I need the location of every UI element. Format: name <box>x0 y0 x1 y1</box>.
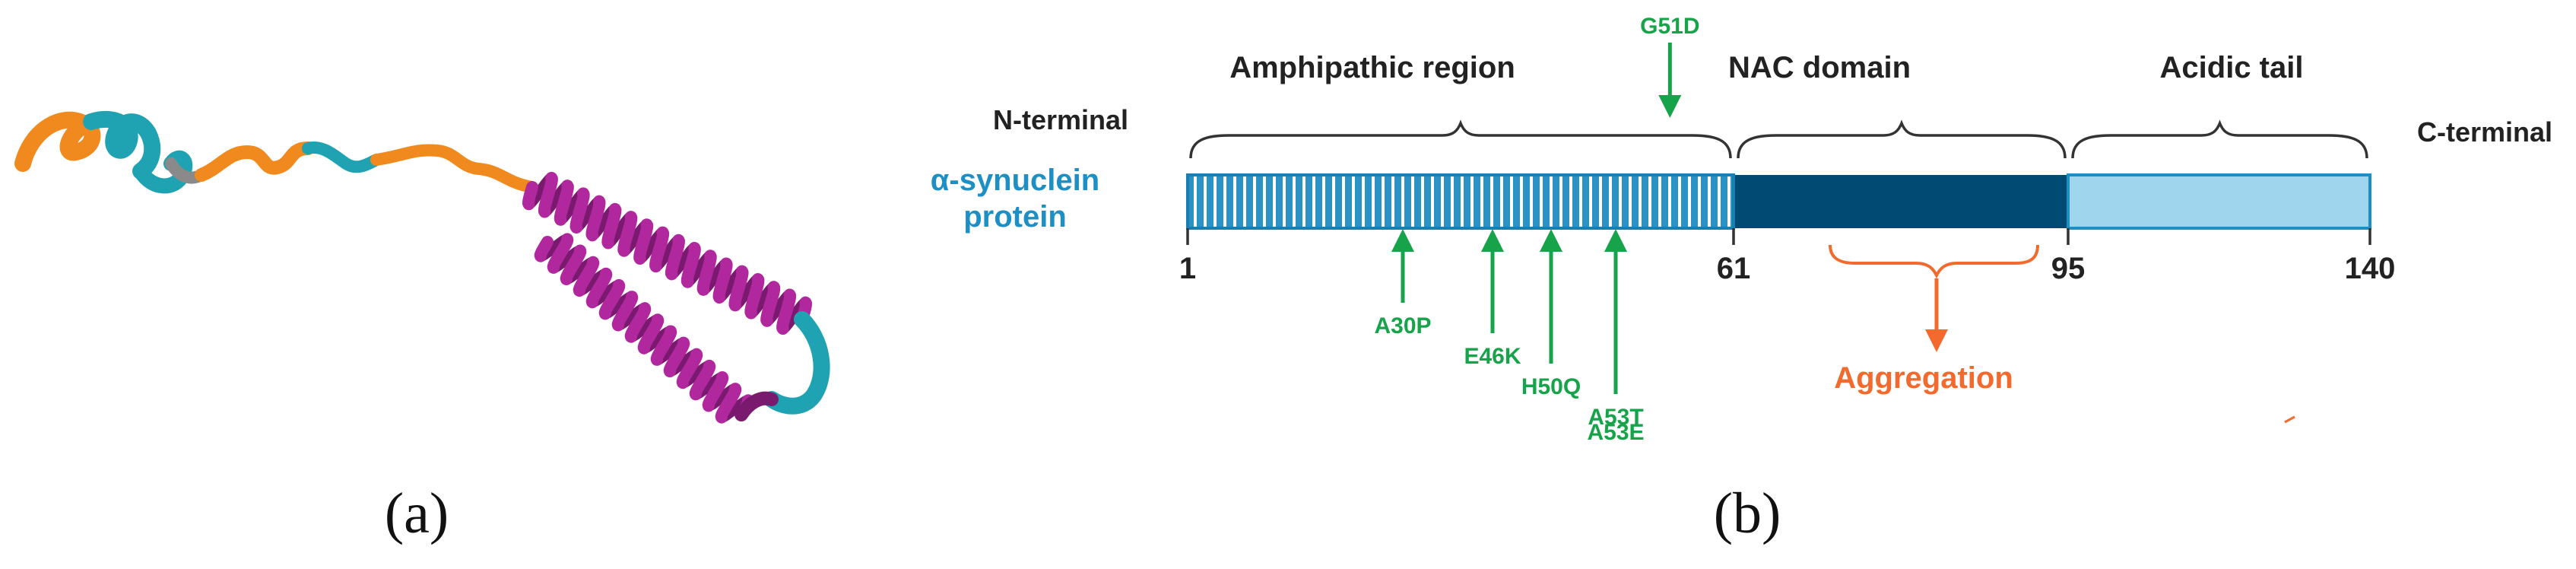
residue-positions: 1 61 95 140 <box>1179 228 2396 285</box>
coil-segment-2 <box>195 141 315 182</box>
bar-amphipathic-stripes <box>1194 176 1731 227</box>
mutation-label-H50Q: H50Q <box>1521 374 1581 399</box>
coil-segment-1 <box>14 111 101 172</box>
brace-amphipathic <box>1189 119 1732 159</box>
coil-segment-3 <box>370 144 538 193</box>
position-label-95: 95 <box>2051 252 2086 285</box>
mutation-label-A53T: A53T <box>1588 405 1643 430</box>
bar-acidic <box>2067 173 2371 230</box>
domain-label-amphipathic: Amphipathic region <box>1229 51 1515 84</box>
protein-bar <box>1186 173 2371 230</box>
helix-turn-loop <box>763 311 830 415</box>
protein-label-line1: α-synuclein <box>931 164 1099 197</box>
helix-2 <box>534 233 755 424</box>
aggregation-brace <box>1829 244 2039 279</box>
helix-turn-loop-end <box>734 391 779 421</box>
aggregation-artifact <box>2284 415 2295 424</box>
protein-label-line2: protein <box>963 200 1067 234</box>
n-terminal-label: N-terminal <box>993 104 1128 135</box>
panel-label-b: (b) <box>1714 482 1781 545</box>
mutation-label-A30P: A30P <box>1374 313 1431 339</box>
bar-nac <box>1734 175 2068 228</box>
domain-label-acidic: Acidic tail <box>2160 51 2304 84</box>
domain-map: Amphipathic region NAC domain Acidic tai… <box>931 14 2552 445</box>
brace-nac <box>1737 119 2067 159</box>
alpha-synuclein-3d-structure <box>14 110 830 424</box>
brace-acidic <box>2071 119 2368 159</box>
turn-segment-1 <box>83 110 161 180</box>
position-label-61: 61 <box>1717 252 1751 285</box>
helix-1-front <box>522 171 812 335</box>
mutation-label-A53E: A53E <box>1587 420 1644 445</box>
position-label-140: 140 <box>2345 252 2396 285</box>
helix-group <box>522 171 812 424</box>
turn-segment-3 <box>302 141 382 173</box>
domain-label-nac: NAC domain <box>1728 51 1911 84</box>
c-terminal-label: C-terminal <box>2417 116 2552 148</box>
domain-braces <box>1189 119 2368 159</box>
mutation-label-E46K: E46K <box>1464 344 1521 369</box>
panel-label-a: (a) <box>385 482 449 545</box>
bar-amphipathic-border <box>1186 173 1735 230</box>
helix-1 <box>522 171 812 335</box>
mutation-label-G51D: G51D <box>1640 14 1699 39</box>
helix-2-front <box>534 233 755 424</box>
aggregation-label: Aggregation <box>1834 361 2013 395</box>
position-label-1: 1 <box>1179 252 1196 285</box>
